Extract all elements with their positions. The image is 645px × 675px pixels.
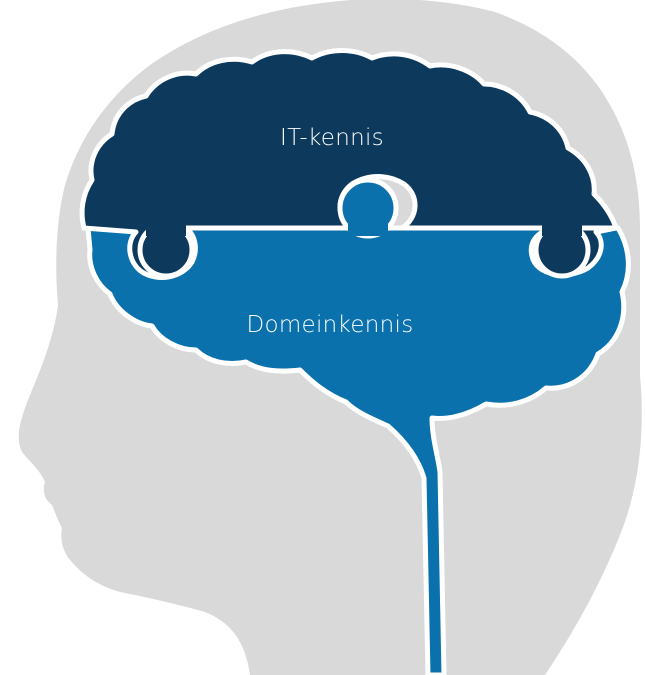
left-knob-neck bbox=[146, 220, 186, 236]
it-kennis-label: IT-kennis bbox=[280, 125, 384, 151]
domeinkennis-label: Domeinkennis bbox=[246, 312, 413, 338]
domeinkennis-region bbox=[85, 225, 631, 675]
right-knob-neck bbox=[542, 220, 582, 236]
center-knob-neck bbox=[348, 222, 388, 236]
